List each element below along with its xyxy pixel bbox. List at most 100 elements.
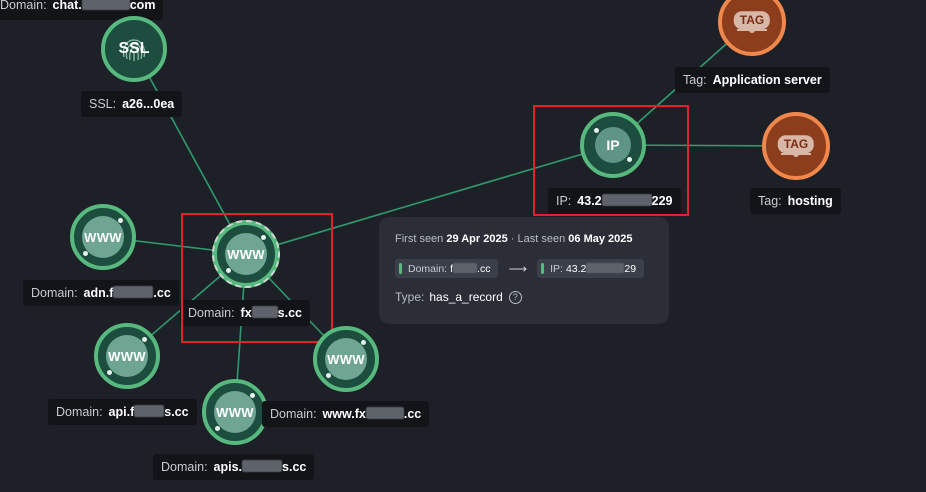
www-icon: WWW xyxy=(225,233,267,275)
tag-hosting-label[interactable]: Tag: hosting xyxy=(750,188,841,214)
tag-icon: TAG xyxy=(777,135,815,154)
redacted-text xyxy=(242,460,283,472)
ip-icon-dot xyxy=(594,128,599,133)
label-key: Tag: xyxy=(683,73,707,87)
www-icon-dot xyxy=(118,218,123,223)
type-value: has_a_record xyxy=(429,290,503,304)
www-icon-dot xyxy=(226,268,231,273)
label-key: SSL: xyxy=(89,97,117,111)
first-seen-label: First seen xyxy=(395,233,444,245)
redacted-text xyxy=(134,405,165,417)
apis-domain-node[interactable]: WWW xyxy=(202,379,268,445)
label-value: a26...0ea xyxy=(122,97,175,111)
ip-highlight-box xyxy=(533,105,689,216)
ip-icon: IP xyxy=(594,127,632,163)
adn-domain-label[interactable]: Domain: adn.f .cc xyxy=(23,280,179,306)
edge-info-popup: First seen 29 Apr 2025 · Last seen 06 Ma… xyxy=(379,217,669,324)
www-icon-text: WWW xyxy=(84,229,122,245)
ssl-label[interactable]: SSL: a26...0ea xyxy=(81,91,183,117)
fingerprint-icon: SSL xyxy=(114,29,154,69)
chip-value-suffix: .cc xyxy=(477,262,491,275)
www-icon-dot xyxy=(361,340,366,345)
label-value: Application server xyxy=(712,73,822,87)
ssl-icon-text: SSL xyxy=(118,40,150,57)
www-icon: WWW xyxy=(82,216,124,258)
last-seen-label: Last seen xyxy=(517,233,566,245)
www-icon-text: WWW xyxy=(108,348,146,364)
source-domain-chip[interactable]: Domain: f .cc xyxy=(395,259,499,278)
ssl-node[interactable]: SSL xyxy=(101,16,167,82)
first-seen-value: 29 Apr 2025 xyxy=(446,233,508,245)
selection-ring xyxy=(212,220,280,288)
tag-line-decoration xyxy=(781,151,811,158)
value-suffix: 229 xyxy=(651,194,673,208)
main-domain-node[interactable]: WWW xyxy=(212,220,280,288)
label-key: Domain: xyxy=(188,306,235,320)
relation-type: Type: has_a_record ? xyxy=(395,290,653,304)
date-separator: · xyxy=(510,233,515,245)
tag-hosting-node[interactable]: TAG xyxy=(762,112,830,180)
value-suffix: com xyxy=(129,0,156,12)
adn-domain-node[interactable]: WWW xyxy=(70,204,136,270)
label-key: Domain: xyxy=(56,405,103,419)
value-prefix: 43.2 xyxy=(577,194,602,208)
label-key: Domain: xyxy=(0,0,47,12)
last-seen-value: 06 May 2025 xyxy=(568,233,633,245)
value-suffix: s.cc xyxy=(282,460,307,474)
chip-value-prefix: f xyxy=(450,262,454,275)
label-key: IP: xyxy=(556,194,572,208)
www-icon: WWW xyxy=(325,338,367,380)
edge-main-ip xyxy=(245,144,614,255)
www-icon-text: WWW xyxy=(227,246,265,262)
www-icon-dot xyxy=(107,370,112,375)
www-domain-label[interactable]: Domain: www.fx .cc xyxy=(262,401,430,427)
redacted-text xyxy=(365,407,404,419)
www-icon-dot xyxy=(250,393,255,398)
seen-dates: First seen 29 Apr 2025 · Last seen 06 Ma… xyxy=(395,233,653,245)
arrow-right-icon: ⟶ xyxy=(508,260,528,276)
label-key: Domain: xyxy=(161,460,208,474)
chip-value-suffix: 29 xyxy=(624,262,637,275)
www-domain-node[interactable]: WWW xyxy=(313,326,379,392)
label-key: Domain: xyxy=(31,286,78,300)
help-icon[interactable]: ? xyxy=(508,290,522,304)
tag-app-node[interactable]: TAG xyxy=(718,0,786,56)
chip-key: Domain: xyxy=(408,262,448,275)
type-label: Type: xyxy=(395,290,425,304)
ip-label[interactable]: IP: 43.2 229 xyxy=(548,188,681,214)
value-suffix: s.cc xyxy=(164,405,189,419)
tag-app-label[interactable]: Tag: Application server xyxy=(675,67,830,93)
value-prefix: fx xyxy=(240,306,252,320)
redacted-text xyxy=(81,0,130,10)
redacted-text xyxy=(601,194,652,206)
value-suffix: .cc xyxy=(403,407,422,421)
www-icon-dot xyxy=(142,337,147,342)
apis-domain-label[interactable]: Domain: apis. s.cc xyxy=(153,454,315,480)
value-suffix: .cc xyxy=(153,286,171,300)
value-prefix: apis. xyxy=(213,460,243,474)
value-prefix: api.f xyxy=(108,405,135,419)
www-icon: WWW xyxy=(106,335,148,377)
tag-icon: TAG xyxy=(733,11,771,30)
label-key: Domain: xyxy=(270,407,317,421)
chat-domain-label[interactable]: Domain:chat.com xyxy=(0,0,164,20)
main-domain-label[interactable]: Domain: fx s.cc xyxy=(180,300,311,326)
api-domain-label[interactable]: Domain: api.f s.cc xyxy=(48,399,197,425)
www-icon-dot xyxy=(215,426,220,431)
value-prefix: adn.f xyxy=(83,286,114,300)
chip-value-prefix: 43.2 xyxy=(565,262,587,275)
chip-color-bar xyxy=(541,263,545,274)
chip-color-bar xyxy=(399,263,402,274)
ip-node[interactable]: IP xyxy=(580,112,646,178)
label-key: Tag: xyxy=(758,194,782,208)
redacted-text xyxy=(586,262,625,273)
tag-line-decoration xyxy=(737,27,767,34)
label-value: hosting xyxy=(787,194,833,208)
value-prefix: www.fx xyxy=(322,407,366,421)
api-domain-node[interactable]: WWW xyxy=(94,323,160,389)
value-suffix: s.cc xyxy=(277,306,303,320)
www-icon-dot xyxy=(261,235,266,240)
redacted-text xyxy=(251,306,278,318)
www-icon: WWW xyxy=(214,391,256,433)
